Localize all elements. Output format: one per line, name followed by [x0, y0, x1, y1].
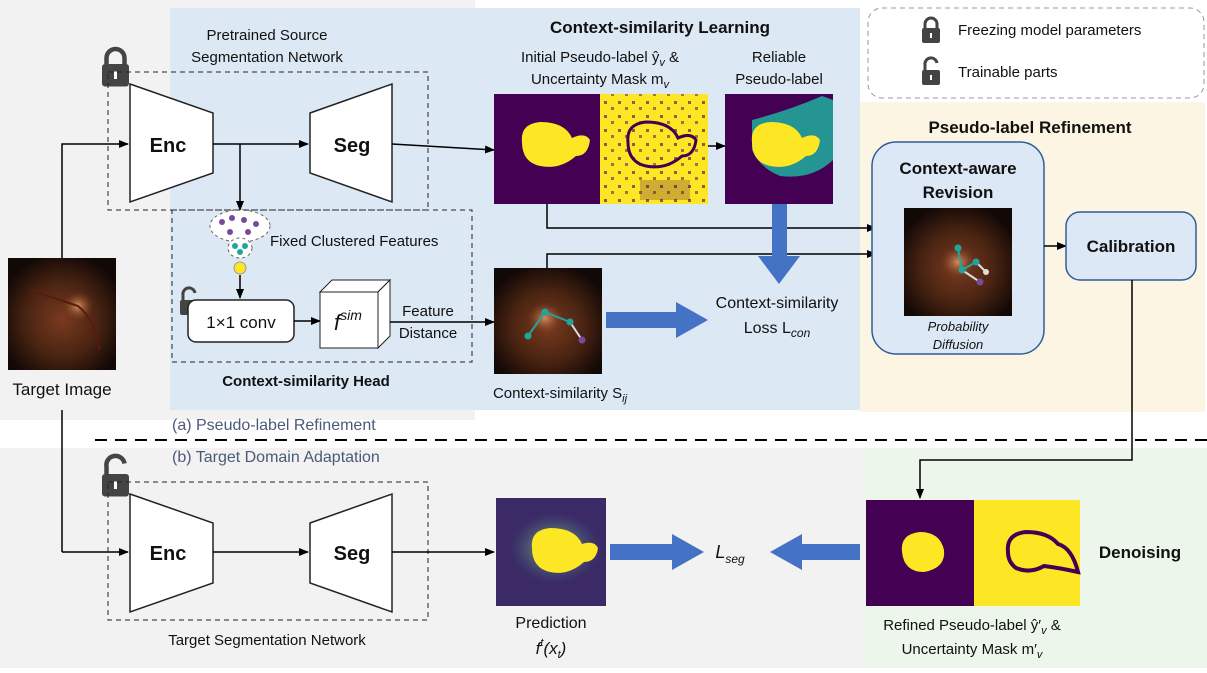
legend-freeze: Freezing model parameters	[958, 22, 1141, 39]
initial-label-2: Uncertainty Mask mv	[531, 71, 671, 91]
refined-mask-image	[974, 500, 1080, 606]
arrow-initial-to-revision	[546, 204, 877, 232]
cs-label: Context-similarity Sij	[493, 385, 628, 405]
csl-title: Context-similarity Learning	[550, 18, 770, 37]
seg-block-top	[309, 82, 393, 204]
prediction-blob	[531, 528, 598, 573]
fsim-label: fsim	[334, 307, 362, 335]
refined-label-1: Refined Pseudo-label ŷ′v &	[883, 617, 1061, 637]
car-label-2: Revision	[923, 183, 994, 202]
lock-closed-icon	[102, 46, 129, 87]
arrow-image-to-enc	[61, 140, 129, 258]
enc-block-top	[129, 82, 214, 204]
revision-image-disc	[940, 246, 976, 278]
section-a-label: (a) Pseudo-label Refinement	[172, 417, 376, 434]
cluster-teal-dots	[232, 243, 248, 255]
lock-open-icon	[102, 453, 129, 497]
initial-label-1: Initial Pseudo-label ŷv &	[521, 49, 679, 69]
arrow-cs-to-revision	[546, 250, 877, 268]
revision-graph	[954, 244, 989, 286]
cs-graph	[524, 308, 586, 344]
fsim-cube	[318, 278, 392, 350]
uncertainty-mask-image	[600, 94, 708, 204]
enc-block-bottom	[129, 492, 214, 614]
conv-label: 1×1 conv	[206, 313, 276, 332]
prediction-formula: ft(xt)	[536, 637, 567, 661]
loss-label-2: Loss Lcon	[744, 320, 811, 340]
reliable-pseudo-label-blob	[751, 122, 820, 167]
legend-trainable: Trainable parts	[958, 64, 1058, 81]
blue-arrow-prediction-to-lseg	[610, 534, 704, 570]
cluster-dots	[219, 215, 259, 235]
seg-label-top: Seg	[334, 135, 371, 157]
distance-label: Distance	[399, 325, 457, 342]
cluster-yellow	[233, 261, 247, 275]
car-label-1: Context-aware	[899, 159, 1016, 178]
lock-open-icon	[922, 56, 940, 85]
lock-closed-icon	[922, 16, 940, 43]
target-network-box	[107, 481, 429, 621]
pretrained-label-2: Segmentation Network	[191, 49, 343, 66]
prob-diffusion-2: Diffusion	[933, 337, 984, 352]
arrow-seg-to-masks	[391, 143, 495, 154]
csh-box	[171, 209, 473, 363]
uncertainty-mask-ring	[626, 120, 698, 169]
arrow-calibration-to-refined	[916, 280, 1133, 499]
cluster-features	[209, 209, 271, 243]
blue-arrow-reliable-to-loss	[758, 204, 800, 284]
refined-mask-ring	[1005, 529, 1081, 575]
initial-pseudo-label-blob	[521, 122, 590, 167]
target-image-vessel	[29, 289, 101, 351]
denoising-label: Denoising	[1099, 543, 1181, 562]
prob-diffusion-1: Probability	[928, 319, 990, 334]
refined-label-2: Uncertainty Mask m′v	[902, 641, 1044, 661]
feature-label: Feature	[402, 303, 454, 320]
seg-label-bottom: Seg	[334, 543, 371, 565]
cluster-teal	[227, 237, 253, 259]
enc-label-bottom: Enc	[150, 543, 187, 565]
fixed-clustered-label: Fixed Clustered Features	[270, 233, 438, 250]
calibration-label: Calibration	[1087, 237, 1176, 256]
seg-block-bottom	[309, 492, 393, 614]
enc-label-top: Enc	[150, 135, 187, 157]
pretrained-network-box	[107, 71, 429, 211]
uncertainty-mask-noise	[640, 180, 690, 200]
loss-label-1: Context-similarity	[716, 295, 839, 312]
legend-box	[867, 7, 1205, 99]
plr-title: Pseudo-label Refinement	[928, 118, 1131, 137]
lseg-label: Lseg	[715, 542, 745, 566]
calibration-node	[1065, 211, 1197, 281]
target-network-label: Target Segmentation Network	[168, 632, 366, 649]
target-image	[8, 258, 116, 370]
target-image-label: Target Image	[12, 380, 111, 399]
refined-pseudo-label-blob	[901, 532, 945, 572]
csh-title: Context-similarity Head	[222, 373, 390, 390]
reliable-label-2: Pseudo-label	[735, 71, 823, 88]
reliable-label-1: Reliable	[752, 49, 806, 66]
blue-arrow-cs-to-loss	[606, 302, 708, 338]
pretrained-label-1: Pretrained Source	[207, 27, 328, 44]
section-b-label: (b) Target Domain Adaptation	[172, 449, 380, 466]
blue-arrow-refined-to-lseg	[770, 534, 860, 570]
prediction-label: Prediction	[515, 615, 586, 632]
